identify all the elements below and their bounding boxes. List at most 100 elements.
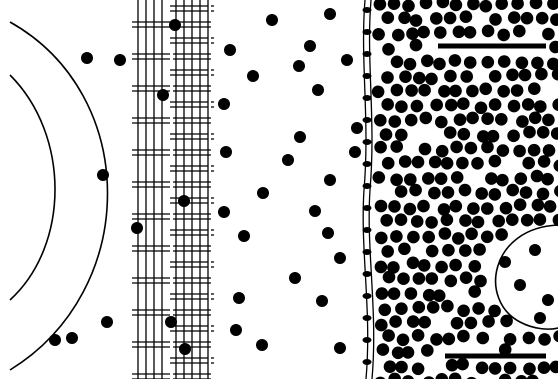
membrane-particle	[363, 117, 372, 123]
particle	[397, 334, 410, 347]
particle	[457, 97, 470, 110]
particle	[399, 70, 412, 83]
particle	[412, 329, 425, 342]
particle	[443, 333, 456, 346]
particle	[534, 213, 547, 226]
particle	[466, 85, 479, 98]
particle	[513, 145, 526, 158]
particle	[324, 8, 336, 20]
particle	[442, 244, 455, 257]
particle	[456, 358, 469, 371]
particle	[445, 275, 458, 288]
particle	[334, 252, 346, 264]
particle	[349, 146, 361, 158]
particle	[541, 173, 554, 186]
particle	[523, 126, 536, 139]
particle	[410, 39, 423, 52]
particle	[485, 172, 498, 185]
particle	[293, 60, 305, 72]
particle	[375, 261, 388, 274]
particle	[449, 54, 462, 67]
particle	[481, 202, 494, 215]
particle	[417, 200, 430, 213]
particle	[481, 231, 494, 244]
particle	[531, 170, 544, 183]
particle	[418, 84, 431, 97]
particle	[434, 26, 447, 39]
particle	[421, 55, 434, 68]
particle	[460, 70, 473, 83]
particle	[405, 114, 418, 127]
particle	[430, 333, 443, 346]
particle	[496, 174, 509, 187]
particle	[489, 155, 502, 168]
particle	[467, 202, 480, 215]
particle	[341, 54, 353, 66]
particle	[544, 200, 557, 213]
particle	[460, 10, 473, 23]
particle	[472, 216, 485, 229]
particle	[489, 13, 502, 26]
particle	[528, 144, 541, 157]
particle	[97, 169, 109, 181]
particle	[165, 316, 177, 328]
particle	[520, 186, 533, 199]
particle	[294, 131, 306, 143]
particle	[480, 0, 493, 13]
membrane-particle	[363, 249, 372, 255]
particle	[233, 292, 245, 304]
particle	[466, 112, 479, 125]
particle	[506, 184, 519, 197]
particle	[220, 146, 232, 158]
particle	[529, 112, 542, 125]
particle	[425, 216, 438, 229]
particle	[514, 279, 526, 291]
particle	[238, 230, 250, 242]
particle	[456, 157, 469, 170]
particle	[489, 362, 502, 375]
particle	[410, 14, 423, 27]
particle	[389, 115, 402, 128]
particle	[444, 126, 457, 139]
particle	[380, 214, 393, 227]
particle	[395, 185, 408, 198]
particle	[433, 289, 446, 302]
particle	[351, 122, 363, 134]
membrane-particle	[363, 161, 372, 167]
particle	[515, 172, 528, 185]
particle	[474, 275, 487, 288]
particle	[477, 332, 490, 345]
particle	[523, 332, 536, 345]
particle	[528, 82, 541, 95]
particle	[413, 72, 426, 85]
particle	[375, 200, 388, 213]
particle	[449, 259, 462, 272]
particle	[289, 272, 301, 284]
particle	[538, 333, 551, 346]
membrane-particle	[363, 293, 372, 299]
particle	[506, 69, 519, 82]
particle	[66, 332, 78, 344]
particle	[465, 228, 478, 241]
particle	[312, 84, 324, 96]
particle	[179, 343, 191, 355]
particle	[538, 155, 551, 168]
particle	[464, 56, 477, 69]
membrane-particle	[363, 73, 372, 79]
particle	[459, 244, 472, 257]
particle	[390, 230, 403, 243]
particle	[460, 271, 473, 284]
particle	[257, 187, 269, 199]
particle	[399, 155, 412, 168]
particle	[404, 58, 417, 71]
particle	[451, 317, 464, 330]
particle	[441, 157, 454, 170]
particle	[487, 130, 500, 143]
particle	[157, 89, 169, 101]
particle	[532, 199, 545, 212]
particle	[464, 26, 477, 39]
particle	[407, 257, 420, 270]
particle	[433, 58, 446, 71]
particle	[489, 70, 502, 83]
particle	[411, 100, 424, 113]
